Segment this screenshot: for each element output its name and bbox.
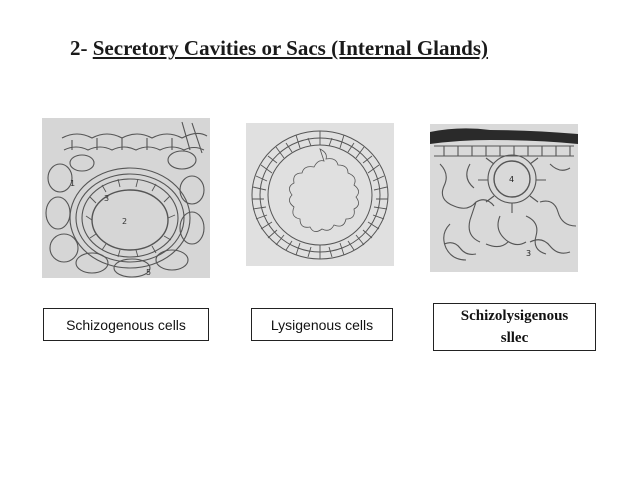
lysigenous-cavity-drawing [251, 130, 389, 260]
schizolysigenous-caption-line1: Schizolysigenous [460, 308, 569, 324]
schizolysigenous-cavity-drawing: 4 3 [430, 128, 578, 261]
schizolysigenous-label-3: 3 [526, 249, 531, 258]
lysigenous-cavity-figure [246, 123, 394, 266]
schizolysigenous-caption: Schizolysigenous sllec [433, 303, 596, 351]
schizogenous-label-5: 5 [146, 268, 151, 277]
schizogenous-cavity-drawing: 1 2 3 5 [45, 121, 208, 278]
slide-title-text: Secretory Cavities or Sacs (Internal Gla… [92, 36, 489, 60]
schizogenous-label-3: 3 [104, 194, 109, 203]
schizogenous-cavity-figure: 1 2 3 5 [42, 118, 210, 278]
schizolysigenous-caption-line2: sllec [500, 330, 529, 346]
lysigenous-caption-text: Lysigenous cells [270, 316, 374, 333]
schizogenous-label-1: 1 [70, 179, 75, 188]
schizogenous-caption-text: Schizogenous cells [66, 316, 186, 333]
slide-title: 2- Secretory Cavities or Sacs (Internal … [70, 36, 590, 61]
schizogenous-label-2: 2 [122, 217, 127, 226]
schizolysigenous-cavity-figure: 4 3 [430, 124, 578, 272]
schizolysigenous-label-4: 4 [509, 175, 514, 184]
slide-title-number: 2- [70, 36, 88, 60]
schizogenous-caption: Schizogenous cells [43, 308, 209, 341]
lysigenous-caption: Lysigenous cells [251, 308, 393, 341]
